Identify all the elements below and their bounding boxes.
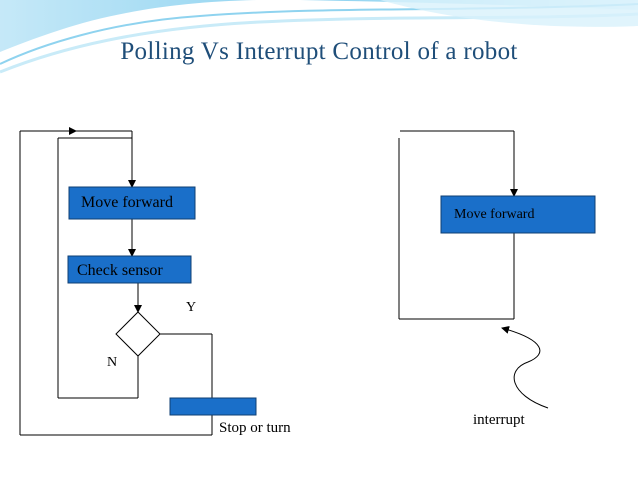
interrupt-flowchart xyxy=(398,130,549,409)
move-forward-box xyxy=(68,186,196,220)
interrupt-move-forward-label: Move forward xyxy=(454,207,535,222)
check-sensor-label: Check sensor xyxy=(77,262,163,279)
interrupt-move-forward-box xyxy=(440,195,596,234)
polling-flowchart xyxy=(19,127,213,436)
interrupt-label: interrupt xyxy=(473,412,525,428)
no-label: N xyxy=(107,355,118,370)
yes-label: Y xyxy=(186,300,197,315)
slide-title: Polling Vs Interrupt Control of a robot xyxy=(120,38,518,65)
stop-or-turn-label: Stop or turn xyxy=(219,420,291,436)
move-forward-label: Move forward xyxy=(81,194,173,211)
check-sensor-box xyxy=(67,255,192,284)
header-wave-decoration xyxy=(0,0,638,74)
decision-diamond xyxy=(115,311,161,357)
stop-or-turn-box xyxy=(169,397,257,416)
interrupt-signal-arrow xyxy=(501,326,549,409)
